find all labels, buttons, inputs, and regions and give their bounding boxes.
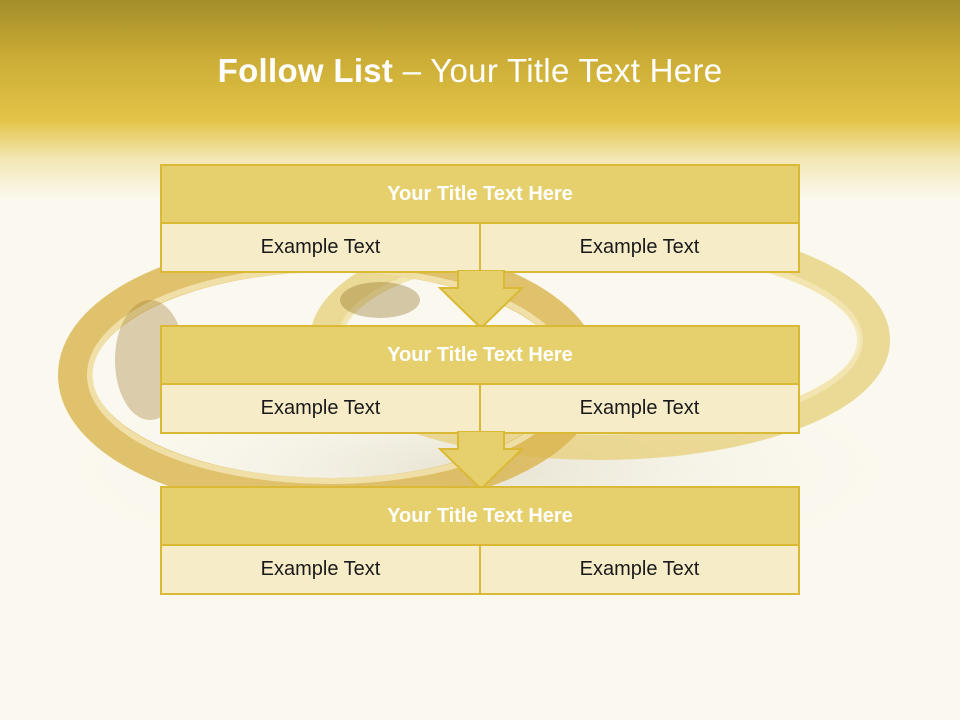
step-block-3: Your Title Text Here Example Text Exampl… xyxy=(160,486,800,595)
down-arrow-icon xyxy=(438,270,524,330)
step-title: Your Title Text Here xyxy=(162,327,798,385)
down-arrow-icon xyxy=(438,431,524,491)
step-right-cell: Example Text xyxy=(479,224,798,271)
step-title: Your Title Text Here xyxy=(162,488,798,546)
step-block-1: Your Title Text Here Example Text Exampl… xyxy=(160,164,800,273)
step-left-cell: Example Text xyxy=(162,546,479,593)
step-block-2: Your Title Text Here Example Text Exampl… xyxy=(160,325,800,434)
slide-title-bold: Follow List xyxy=(217,52,394,89)
step-right-cell: Example Text xyxy=(479,385,798,432)
step-right-cell: Example Text xyxy=(479,546,798,593)
slide-title: Follow List – Your Title Text Here xyxy=(0,52,940,90)
step-row: Example Text Example Text xyxy=(162,385,798,432)
step-row: Example Text Example Text xyxy=(162,546,798,593)
step-row: Example Text Example Text xyxy=(162,224,798,271)
step-title: Your Title Text Here xyxy=(162,166,798,224)
slide-title-rest: – Your Title Text Here xyxy=(393,52,723,89)
step-left-cell: Example Text xyxy=(162,224,479,271)
step-left-cell: Example Text xyxy=(162,385,479,432)
